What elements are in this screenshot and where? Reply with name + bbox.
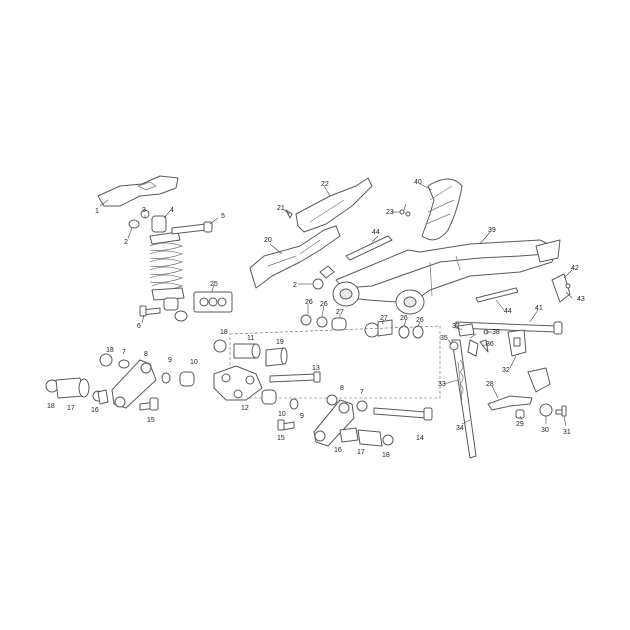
callout-26d: 26	[416, 317, 424, 324]
callout-14: 14	[416, 435, 424, 442]
callout-15a: 15	[147, 417, 155, 424]
callout-29: 29	[516, 421, 524, 428]
callout-18c: 18	[220, 329, 228, 336]
callout-18b: 18	[47, 403, 55, 410]
dashed-assembly-frame	[229, 325, 441, 399]
part-protection-strips	[345, 235, 519, 303]
callout-3: 3	[142, 207, 146, 214]
callout-19: 19	[276, 339, 284, 346]
callout-41: 41	[535, 305, 543, 312]
callout-43: 43	[577, 296, 585, 303]
callout-33: 33	[438, 381, 446, 388]
callout-44b: 44	[504, 308, 512, 315]
part-side-stand	[449, 339, 477, 459]
callout-31: 31	[563, 429, 571, 436]
callout-26c: 26	[400, 315, 408, 322]
callout-32: 32	[502, 367, 510, 374]
callout-36: 36	[486, 341, 494, 348]
callout-9a: 9	[168, 357, 172, 364]
callout-6: 6	[137, 323, 141, 330]
callout-26a: 26	[305, 299, 313, 306]
callout-11: 11	[247, 335, 254, 342]
callout-44a: 44	[372, 229, 380, 236]
callout-30: 30	[541, 427, 549, 434]
callout-16b: 16	[334, 447, 342, 454]
part-footrest-bracket	[487, 329, 567, 419]
callout-26b: 26	[320, 301, 328, 308]
callout-17a: 17	[67, 405, 75, 412]
callout-34: 34	[456, 425, 464, 432]
part-swingarm	[332, 239, 561, 315]
part-linkage-left	[45, 353, 195, 411]
callout-18d: 18	[382, 452, 390, 459]
callout-2b: 2	[293, 282, 297, 289]
callout-38: 38	[492, 329, 500, 336]
callout-labels: 1 2 3 4 5 6 7 7 8 8 9 9 10 10 11 12 13 1…	[47, 179, 585, 459]
callout-16a: 16	[91, 407, 99, 414]
callout-1: 1	[95, 208, 99, 215]
callout-27a: 27	[336, 309, 344, 316]
callout-42: 42	[571, 265, 579, 272]
callout-27b: 27	[380, 315, 388, 322]
part-linkage-center	[213, 339, 321, 431]
part-disc-guard	[399, 178, 463, 241]
part-swingarm-axle	[455, 321, 563, 335]
callout-9b: 9	[300, 413, 304, 420]
leader-lines	[99, 183, 573, 427]
callout-7b: 7	[360, 389, 364, 396]
callout-8b: 8	[340, 385, 344, 392]
callout-10b: 10	[278, 411, 286, 418]
callout-28: 28	[486, 381, 494, 388]
part-chain-guide	[249, 177, 373, 289]
callout-23: 23	[386, 209, 394, 216]
callout-4: 4	[170, 207, 174, 214]
part-chain-slider	[551, 273, 571, 303]
callout-5: 5	[221, 213, 225, 220]
part-washer-set	[193, 291, 233, 313]
callout-21: 21	[277, 205, 285, 212]
part-top-plate	[97, 175, 179, 207]
callout-17b: 17	[357, 449, 365, 456]
callout-20: 20	[264, 237, 272, 244]
callout-37: 37	[452, 323, 460, 330]
callout-12: 12	[241, 405, 249, 412]
callout-10a: 10	[190, 359, 198, 366]
callout-7a: 7	[122, 349, 126, 356]
callout-25: 25	[210, 281, 218, 288]
callout-8a: 8	[144, 351, 148, 358]
callout-35: 35	[440, 335, 448, 342]
callout-18a: 18	[106, 347, 114, 354]
part-shock-absorber	[128, 209, 213, 322]
callout-13: 13	[312, 365, 320, 372]
part-linkage-right	[313, 394, 433, 447]
callout-39: 39	[488, 227, 496, 234]
callout-22: 22	[321, 181, 329, 188]
part-stand-fasteners	[457, 323, 489, 357]
callout-40: 40	[414, 179, 422, 186]
callout-2: 2	[124, 239, 128, 246]
callout-15b: 15	[277, 435, 285, 442]
